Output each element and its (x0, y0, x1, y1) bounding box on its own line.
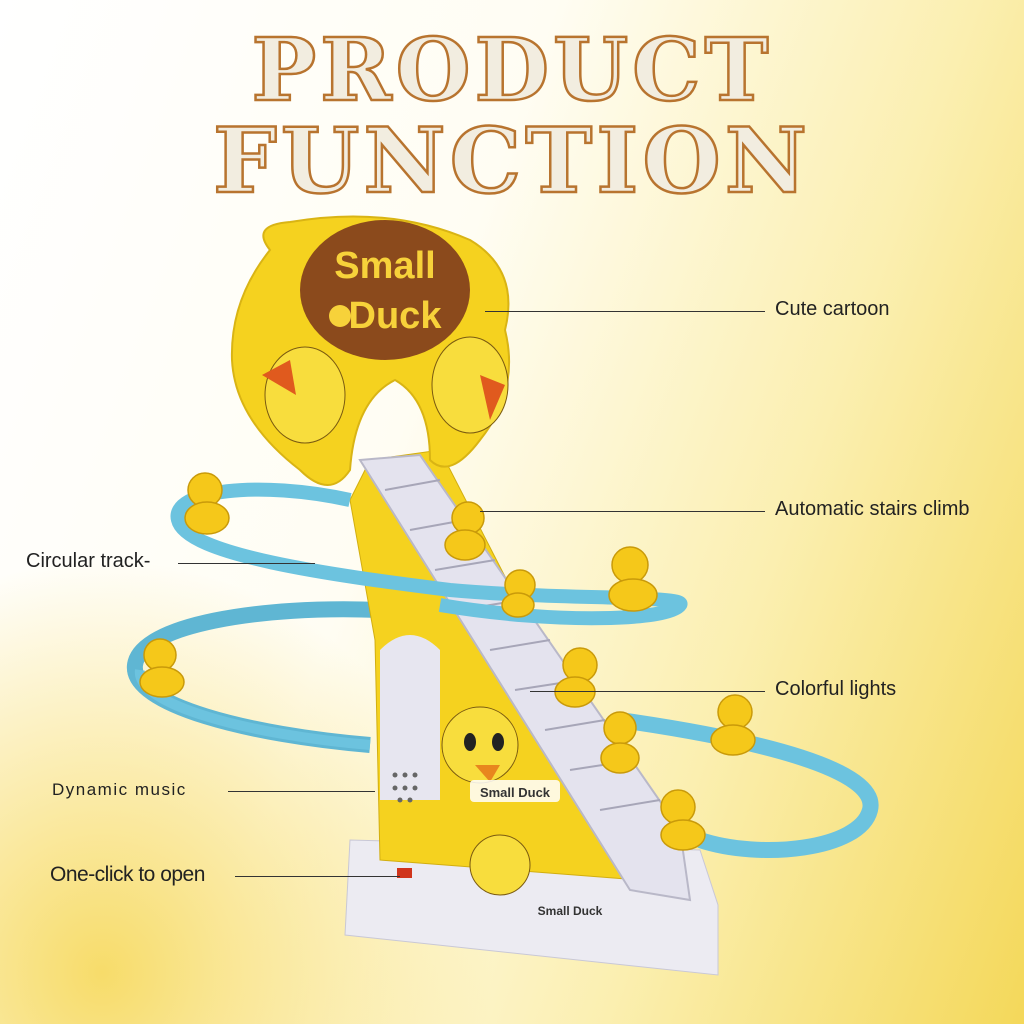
label-one-click-open: One-click to open (50, 863, 205, 886)
label-colorful-lights: Colorful lights (775, 678, 897, 700)
power-switch (397, 868, 412, 878)
tower-arch (380, 635, 440, 800)
label-circular-track: Circular track- (26, 550, 151, 572)
tower-label: Small Duck (480, 785, 551, 800)
title-line-1: PRODUCT (250, 20, 773, 121)
base-label: Small Duck (538, 904, 603, 918)
sign-badge (300, 220, 470, 360)
speaker-icon (392, 772, 418, 803)
sign-text-small: Small (334, 245, 435, 287)
callout-line-open (235, 876, 400, 877)
tower-duck-face (441, 706, 519, 784)
sign-text-duck: Duck (349, 295, 443, 337)
callout-line-music (228, 791, 375, 792)
callout-line-cute-cartoon (485, 311, 765, 312)
title-line-2: FUNCTION (212, 108, 811, 214)
upper-track (170, 482, 688, 626)
callout-line-stairs (480, 511, 765, 512)
stairs (358, 453, 692, 902)
callout-line-lights (530, 691, 765, 692)
label-automatic-stairs-climb: Automatic stairs climb (775, 498, 970, 520)
callout-line-track (178, 563, 315, 564)
duck-figures (139, 472, 756, 851)
label-cute-cartoon: Cute cartoon (775, 298, 890, 320)
label-dynamic-music: Dynamic music (52, 780, 187, 799)
